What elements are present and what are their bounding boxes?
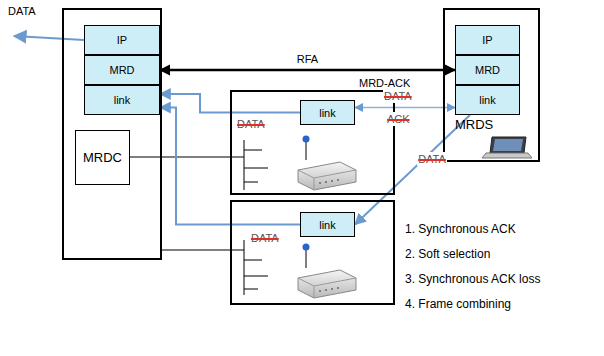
signal-label: DATA (383, 89, 413, 103)
host-box: IP MRD linkMRDC (62, 8, 162, 260)
layer-name: link (319, 218, 336, 232)
data-out-arrow (14, 36, 84, 40)
layer-name: MRDC (83, 151, 122, 165)
station-box: MRDS IP MRD link (443, 8, 540, 162)
layer-name: MRD (109, 63, 134, 77)
access-point-box: link (230, 200, 395, 305)
layer-name: MRD (475, 63, 500, 77)
layer-box: link (455, 85, 520, 115)
layer-name: IP (482, 33, 492, 47)
access-point-icon (298, 244, 356, 299)
layer-name: link (319, 106, 336, 120)
access-point-icon (298, 136, 356, 191)
layer-box: MRD (455, 55, 520, 85)
layer-name: link (479, 93, 496, 107)
layer-box: IP (455, 25, 520, 55)
access-point-box: link (230, 90, 395, 195)
flow-label: DATA (8, 4, 36, 18)
note-item: 3. Synchronous ACK loss (405, 272, 540, 287)
layer-box: link (84, 85, 160, 115)
layer-box: IP (84, 25, 160, 55)
layer-box: link (300, 212, 355, 237)
layer-box: MRD (84, 55, 160, 85)
signal-label: DATA (236, 117, 266, 131)
connector (355, 115, 470, 225)
connector (160, 69, 455, 72)
note-item: 4. Frame combining (405, 297, 511, 312)
controller-box: MRDC (75, 130, 130, 185)
layer-name: link (114, 93, 131, 107)
node-heading: MRDS (455, 118, 493, 132)
edge-label: DATA (417, 152, 447, 166)
signal-label: ACK (386, 112, 411, 126)
connector (355, 107, 455, 109)
note-item: 1. Synchronous ACK (405, 222, 516, 237)
layer-box: link (300, 100, 355, 125)
control-wires (130, 140, 268, 295)
signal-label: DATA (250, 231, 280, 245)
layer-name: IP (117, 33, 127, 47)
edge-label: RFA (295, 52, 320, 66)
laptop-icon (482, 137, 532, 158)
note-item: 2. Soft selection (405, 247, 490, 262)
signal-label: MRD-ACK (357, 76, 412, 90)
